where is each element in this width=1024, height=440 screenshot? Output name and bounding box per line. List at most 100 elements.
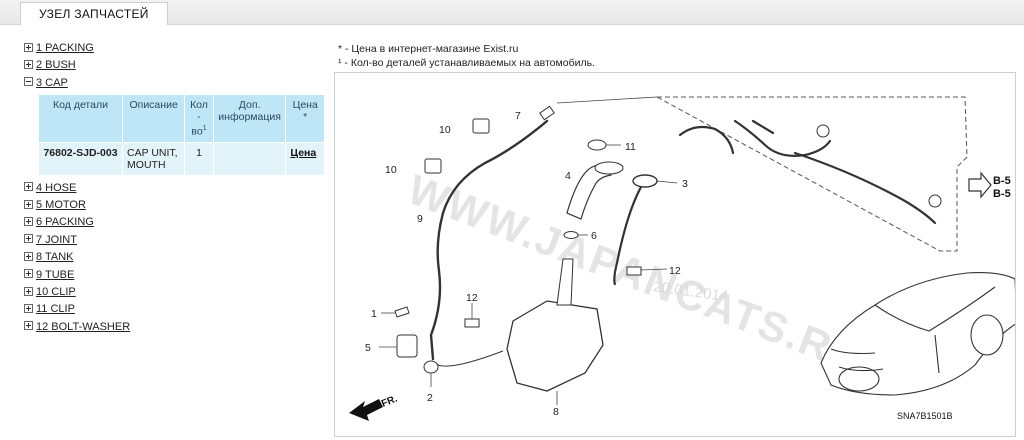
callout-6: 6 — [591, 230, 597, 242]
expand-plus-icon[interactable] — [24, 182, 33, 192]
tree-item-label[interactable]: 11 CLIP — [36, 303, 75, 316]
cell-description: CAP UNIT, MOUTH — [122, 141, 186, 176]
bolt-icon — [626, 266, 642, 276]
callout-9: 9 — [417, 213, 423, 225]
qty-footnote-mark: 1 — [202, 125, 207, 133]
price-link[interactable]: Цена — [290, 146, 317, 159]
callout-1: 1 — [371, 308, 377, 320]
callout-8: 8 — [553, 406, 559, 418]
car-illustration — [820, 272, 1015, 396]
callout-12: 12 — [669, 265, 681, 277]
tube-line — [429, 119, 549, 361]
col-header-code: Код детали — [37, 94, 124, 143]
tree-item[interactable]: 12 BOLT-WASHER — [24, 319, 329, 336]
clip-icon — [472, 118, 490, 134]
price-header-text: Цена — [292, 99, 318, 112]
expand-plus-icon[interactable] — [24, 251, 33, 261]
cell-qty: 1 — [184, 141, 214, 176]
parts-tree: 1 PACKING 2 BUSH 3 CAP Код детали Описан… — [24, 40, 329, 336]
bush-icon — [423, 360, 439, 374]
expand-plus-icon[interactable] — [24, 286, 33, 296]
expand-plus-icon[interactable] — [24, 269, 33, 279]
tab-parts-unit[interactable]: УЗЕЛ ЗАПЧАСТЕЙ — [20, 2, 168, 25]
expand-plus-icon[interactable] — [24, 42, 33, 52]
parts-table: Код детали Описание Кол - во1 Доп. инфор… — [37, 94, 325, 176]
diagram-drawing: WWW.JAPANCATS.RU 20.01.2014 B-5 B-5 — [349, 96, 1015, 421]
tree-item[interactable]: 4 HOSE — [24, 180, 329, 197]
tree-item-label[interactable]: 3 CAP — [36, 76, 68, 89]
note-price: * - Цена в интернет-магазине Exist.ru — [338, 43, 519, 55]
leader-line — [656, 180, 678, 184]
tree-item-label[interactable]: 7 JOINT — [36, 233, 77, 246]
callout-2: 2 — [427, 392, 433, 404]
tree-item[interactable]: 10 CLIP — [24, 284, 329, 301]
callout-5: 5 — [365, 342, 371, 354]
tree-item[interactable]: 1 PACKING — [24, 40, 329, 57]
front-label: FR. — [380, 393, 399, 409]
drawing-code: SNA7B1501B — [897, 411, 953, 421]
expand-plus-icon[interactable] — [24, 321, 33, 331]
tree-item-label[interactable]: 12 BOLT-WASHER — [36, 320, 131, 333]
callout-10: 10 — [439, 124, 451, 136]
tree-item-label[interactable]: 8 TANK — [36, 251, 74, 264]
price-footnote-mark: * — [303, 111, 308, 124]
footnotes: * - Цена в интернет-магазине Exist.ru ¹ … — [338, 42, 595, 70]
joint-icon — [539, 105, 555, 121]
callout-11: 11 — [625, 141, 636, 153]
tree-item-label[interactable]: 9 TUBE — [36, 268, 75, 281]
tree-item[interactable]: 7 JOINT — [24, 232, 329, 249]
tree-item[interactable]: 8 TANK — [24, 249, 329, 266]
callout-10: 10 — [385, 164, 397, 176]
hose-assembly — [678, 119, 937, 225]
tree-item[interactable]: 11 CLIP — [24, 301, 329, 318]
tab-strip: УЗЕЛ ЗАПЧАСТЕЙ — [0, 0, 1024, 25]
nozzle-icon — [928, 194, 942, 208]
tree-item-label[interactable]: 1 PACKING — [36, 42, 94, 54]
front-arrow-icon — [349, 399, 383, 421]
callout-7: 7 — [515, 110, 521, 122]
tree-item-label[interactable]: 2 BUSH — [36, 59, 76, 72]
leader-line — [640, 268, 668, 271]
callout-3: 3 — [682, 178, 688, 190]
cell-info — [212, 141, 287, 176]
expand-plus-icon[interactable] — [24, 199, 33, 209]
parts-diagram[interactable]: WWW.JAPANCATS.RU 20.01.2014 B-5 B-5 — [334, 72, 1016, 437]
leader-line — [556, 96, 658, 104]
tree-item-label[interactable]: 4 HOSE — [36, 181, 77, 194]
cap-icon — [632, 174, 658, 188]
tree-item-label[interactable]: 5 MOTOR — [36, 199, 86, 212]
cell-code: 76802-SJD-003 — [37, 141, 124, 176]
expand-plus-icon[interactable] — [24, 234, 33, 244]
tree-item[interactable]: 3 CAP — [24, 75, 329, 92]
hose-kit-outline — [656, 96, 968, 252]
col-header-qty: Кол - во1 — [184, 94, 214, 143]
note-quantity: ¹ - Кол-во деталей устанавливаемых на ав… — [338, 57, 595, 69]
collapse-minus-icon[interactable] — [24, 77, 33, 87]
clip-icon — [424, 158, 442, 174]
motor-icon — [396, 334, 418, 358]
tube-line — [434, 350, 504, 367]
ref-b5-label: B-5 — [993, 188, 1011, 200]
expand-plus-icon[interactable] — [24, 59, 33, 69]
col-header-description: Описание — [122, 94, 186, 143]
ref-arrow-icon — [968, 171, 992, 199]
expand-plus-icon[interactable] — [24, 304, 33, 313]
washer-tank — [506, 300, 604, 392]
cap-strap — [613, 186, 642, 286]
callout-12: 12 — [466, 292, 478, 304]
tree-item-label[interactable]: 10 CLIP — [36, 286, 76, 299]
tree-item[interactable]: 6 PACKING — [24, 214, 329, 231]
col-header-price: Цена* — [285, 94, 325, 143]
tree-item-label[interactable]: 6 PACKING — [36, 216, 94, 229]
expand-plus-icon[interactable] — [24, 217, 33, 227]
qty-header-text: Кол - во — [190, 99, 208, 138]
table-row: 76802-SJD-003 CAP UNIT, MOUTH 1 Цена — [37, 141, 325, 176]
cell-price: Цена — [285, 141, 325, 176]
ref-b5-label: B-5 — [993, 175, 1011, 187]
packing-icon — [563, 231, 579, 239]
tree-item[interactable]: 9 TUBE — [24, 267, 329, 284]
tree-item[interactable]: 5 MOTOR — [24, 197, 329, 214]
nozzle-icon — [816, 124, 830, 138]
col-header-info: Доп. информация — [212, 94, 287, 143]
tree-item[interactable]: 2 BUSH — [24, 57, 329, 74]
